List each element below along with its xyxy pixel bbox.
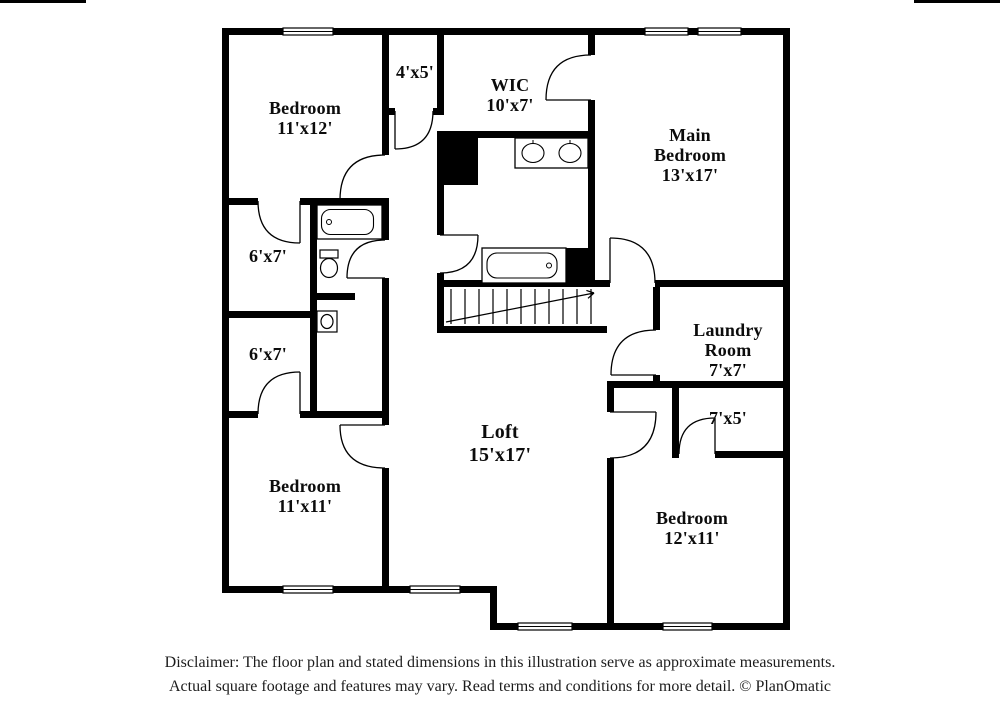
door-bath-6x7-upper	[257, 200, 301, 244]
room-dims: 7'x7'	[708, 360, 747, 380]
door-closet-7x5	[678, 417, 716, 455]
window	[517, 622, 573, 631]
room-dims: 4'x5'	[395, 62, 435, 82]
room-dims: 10'x7'	[486, 95, 534, 115]
interior-walls	[222, 28, 790, 623]
door-bath-6x7-lower	[257, 371, 301, 415]
room-label-bath-6x7-upper: 6'x7'	[249, 246, 287, 266]
room-dims: 12'x11'	[664, 528, 720, 548]
room-label-bedroom-11x11: Bedroom 11'x11'	[269, 476, 341, 516]
disclaimer-line-1: Disclaimer: The floor plan and stated di…	[164, 654, 836, 671]
sink-icon	[316, 310, 338, 333]
window	[662, 622, 713, 631]
door-hall-bathroom-left	[346, 239, 386, 279]
double-vanity-icon	[514, 137, 589, 169]
disclaimer: Disclaimer: The floor plan and stated di…	[0, 651, 1000, 699]
room-label-laundry-room: Laundry Room 7'x7'	[686, 320, 771, 380]
room-name: Loft	[481, 421, 519, 443]
stairs-direction-arrow	[445, 289, 595, 323]
bathtub-main-icon	[481, 247, 567, 284]
linen-closet-icon	[566, 248, 588, 283]
outer-walls	[222, 28, 790, 630]
room-label-closet-4x5: 4'x5'	[396, 62, 434, 82]
room-name: Bedroom	[655, 508, 729, 528]
window	[282, 585, 334, 594]
room-dims: 6'x7'	[248, 246, 288, 266]
window	[644, 27, 689, 36]
window	[282, 27, 334, 36]
door-bedroom-11x12	[339, 154, 386, 201]
room-label-bedroom-12x11: Bedroom 12'x11'	[656, 508, 728, 548]
room-label-wic: WIC 10'x7'	[486, 75, 533, 115]
room-label-closet-7x5: 7'x5'	[709, 408, 747, 428]
window	[697, 27, 742, 36]
door-hall-bathroom-middle	[439, 234, 479, 274]
room-name: Main Bedroom	[653, 125, 727, 165]
room-label-bath-6x7-lower: 6'x7'	[249, 344, 287, 364]
top-left-border-mark	[0, 0, 86, 3]
room-dims: 6'x7'	[248, 344, 288, 364]
room-dims: 13'x17'	[661, 165, 719, 185]
room-dims: 11'x12'	[277, 118, 333, 138]
disclaimer-line-2: Actual square footage and features may v…	[168, 678, 831, 695]
windows	[282, 27, 742, 631]
room-dims: 7'x5'	[708, 408, 748, 428]
room-dims: 15'x17'	[468, 444, 532, 466]
door-swings	[257, 54, 716, 469]
room-label-loft: Loft 15'x17'	[469, 421, 532, 467]
room-label-bedroom-11x12: Bedroom 11'x12'	[269, 98, 341, 138]
door-bedroom-12x11	[609, 411, 657, 459]
toilet-icon	[319, 249, 339, 279]
staircase	[445, 289, 595, 324]
room-dims: 11'x11'	[277, 496, 333, 516]
door-wic	[545, 54, 592, 101]
shower-icon	[444, 138, 478, 185]
bathtub-hall-icon	[316, 204, 383, 240]
door-closet-4x5	[394, 110, 434, 150]
top-right-border-mark	[914, 0, 1000, 3]
room-name: Bedroom	[268, 98, 342, 118]
room-name: Bedroom	[268, 476, 342, 496]
window	[409, 585, 461, 594]
room-name: Laundry Room	[693, 320, 763, 360]
room-label-main-bedroom: Main Bedroom 13'x17'	[643, 125, 738, 185]
door-laundry	[610, 329, 657, 376]
door-bedroom-11x11	[339, 424, 386, 469]
room-name: WIC	[490, 75, 530, 95]
fixtures	[316, 137, 589, 333]
door-main-bedroom	[609, 237, 656, 284]
